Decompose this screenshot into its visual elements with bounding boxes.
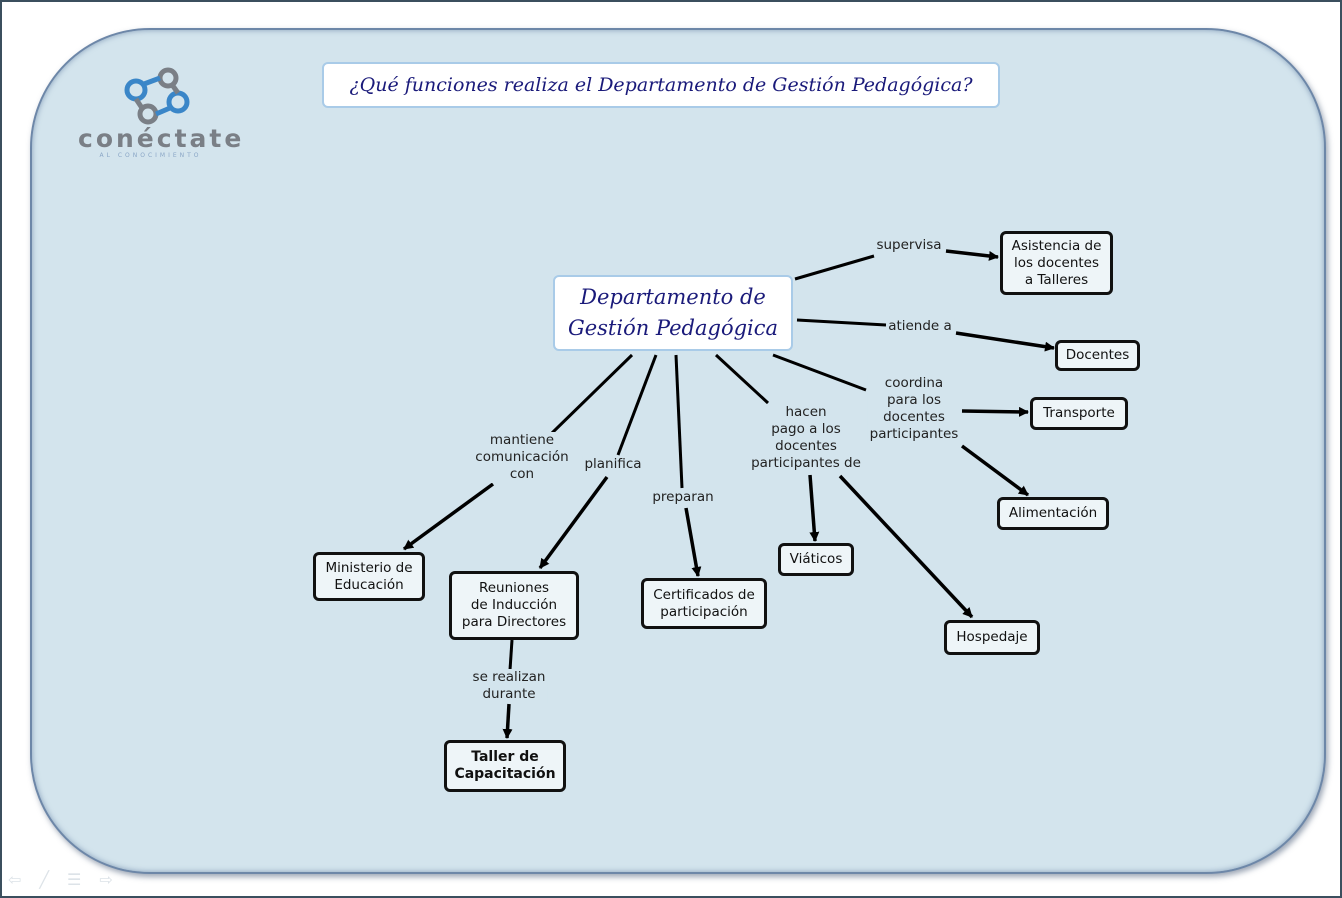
node-docentes[interactable]: Docentes bbox=[1055, 340, 1140, 371]
node-certificados[interactable]: Certificados de participación bbox=[641, 578, 767, 629]
link-label-coordina[interactable]: coordina para los docentes participantes bbox=[867, 375, 961, 443]
line-hacen-out-hospedaje bbox=[838, 474, 974, 619]
logo-chain-icon bbox=[124, 67, 190, 125]
line-supervisa-in bbox=[794, 254, 875, 281]
line-preparan-out bbox=[684, 507, 702, 577]
link-label-mantiene[interactable]: mantiene comunicación con bbox=[473, 432, 571, 483]
line-atiende-in bbox=[796, 318, 887, 327]
node-transporte[interactable]: Transporte bbox=[1030, 397, 1128, 430]
menu-icon[interactable]: ☰ bbox=[67, 870, 82, 889]
line-atiende-out bbox=[955, 331, 1055, 352]
node-asistencia[interactable]: Asistencia de los docentes a Talleres bbox=[1000, 231, 1113, 295]
line-mantiene-out bbox=[402, 482, 495, 551]
node-hospedaje[interactable]: Hospedaje bbox=[944, 620, 1040, 655]
page-title: ¿Qué funciones realiza el Departamento d… bbox=[349, 74, 973, 96]
line-hacen-out-viaticos bbox=[808, 474, 820, 542]
line-supervisa-out bbox=[945, 249, 999, 261]
line-hacen-in bbox=[714, 353, 770, 405]
pen-icon[interactable]: ╱ bbox=[39, 870, 50, 889]
node-viaticos[interactable]: Viáticos bbox=[778, 543, 854, 576]
line-coordina-out-alimentacion bbox=[960, 444, 1030, 497]
slide-controls: ⇦ ╱ ☰ ⇨ bbox=[8, 870, 113, 889]
node-ministerio[interactable]: Ministerio de Educación bbox=[313, 552, 425, 601]
logo-tagline: AL CONOCIMIENTO bbox=[99, 152, 202, 159]
node-alimentacion[interactable]: Alimentación bbox=[997, 497, 1109, 530]
logo-name: conéctate bbox=[78, 124, 245, 153]
line-coordina-out-transporte bbox=[961, 406, 1029, 417]
link-label-serealizan[interactable]: se realizan durante bbox=[470, 669, 548, 703]
link-label-supervisa[interactable]: supervisa bbox=[874, 237, 944, 254]
line-coordina-in bbox=[772, 353, 867, 392]
title-box: ¿Qué funciones realiza el Departamento d… bbox=[322, 62, 1000, 108]
line-planifica-in bbox=[616, 354, 658, 456]
line-planifica-out bbox=[538, 475, 609, 570]
line-serealizan-in bbox=[508, 639, 514, 671]
back-arrow-icon[interactable]: ⇦ bbox=[8, 870, 22, 889]
line-preparan-in bbox=[674, 354, 684, 489]
slide-panel bbox=[30, 28, 1326, 874]
link-label-hacen[interactable]: hacen pago a los docentes participantes … bbox=[749, 404, 863, 472]
link-label-atiende[interactable]: atiende a bbox=[886, 318, 954, 335]
logo: conéctate AL CONOCIMIENTO bbox=[78, 66, 245, 161]
root-concept-node[interactable]: Departamento de Gestión Pedagógica bbox=[553, 275, 793, 351]
line-serealizan-out bbox=[502, 703, 513, 739]
forward-arrow-icon[interactable]: ⇨ bbox=[99, 870, 113, 889]
link-label-preparan[interactable]: preparan bbox=[650, 489, 716, 506]
link-label-planifica[interactable]: planifica bbox=[582, 456, 644, 473]
node-reuniones[interactable]: Reuniones de Inducción para Directores bbox=[449, 571, 579, 640]
line-mantiene-in bbox=[550, 353, 634, 435]
node-taller[interactable]: Taller de Capacitación bbox=[444, 740, 566, 792]
